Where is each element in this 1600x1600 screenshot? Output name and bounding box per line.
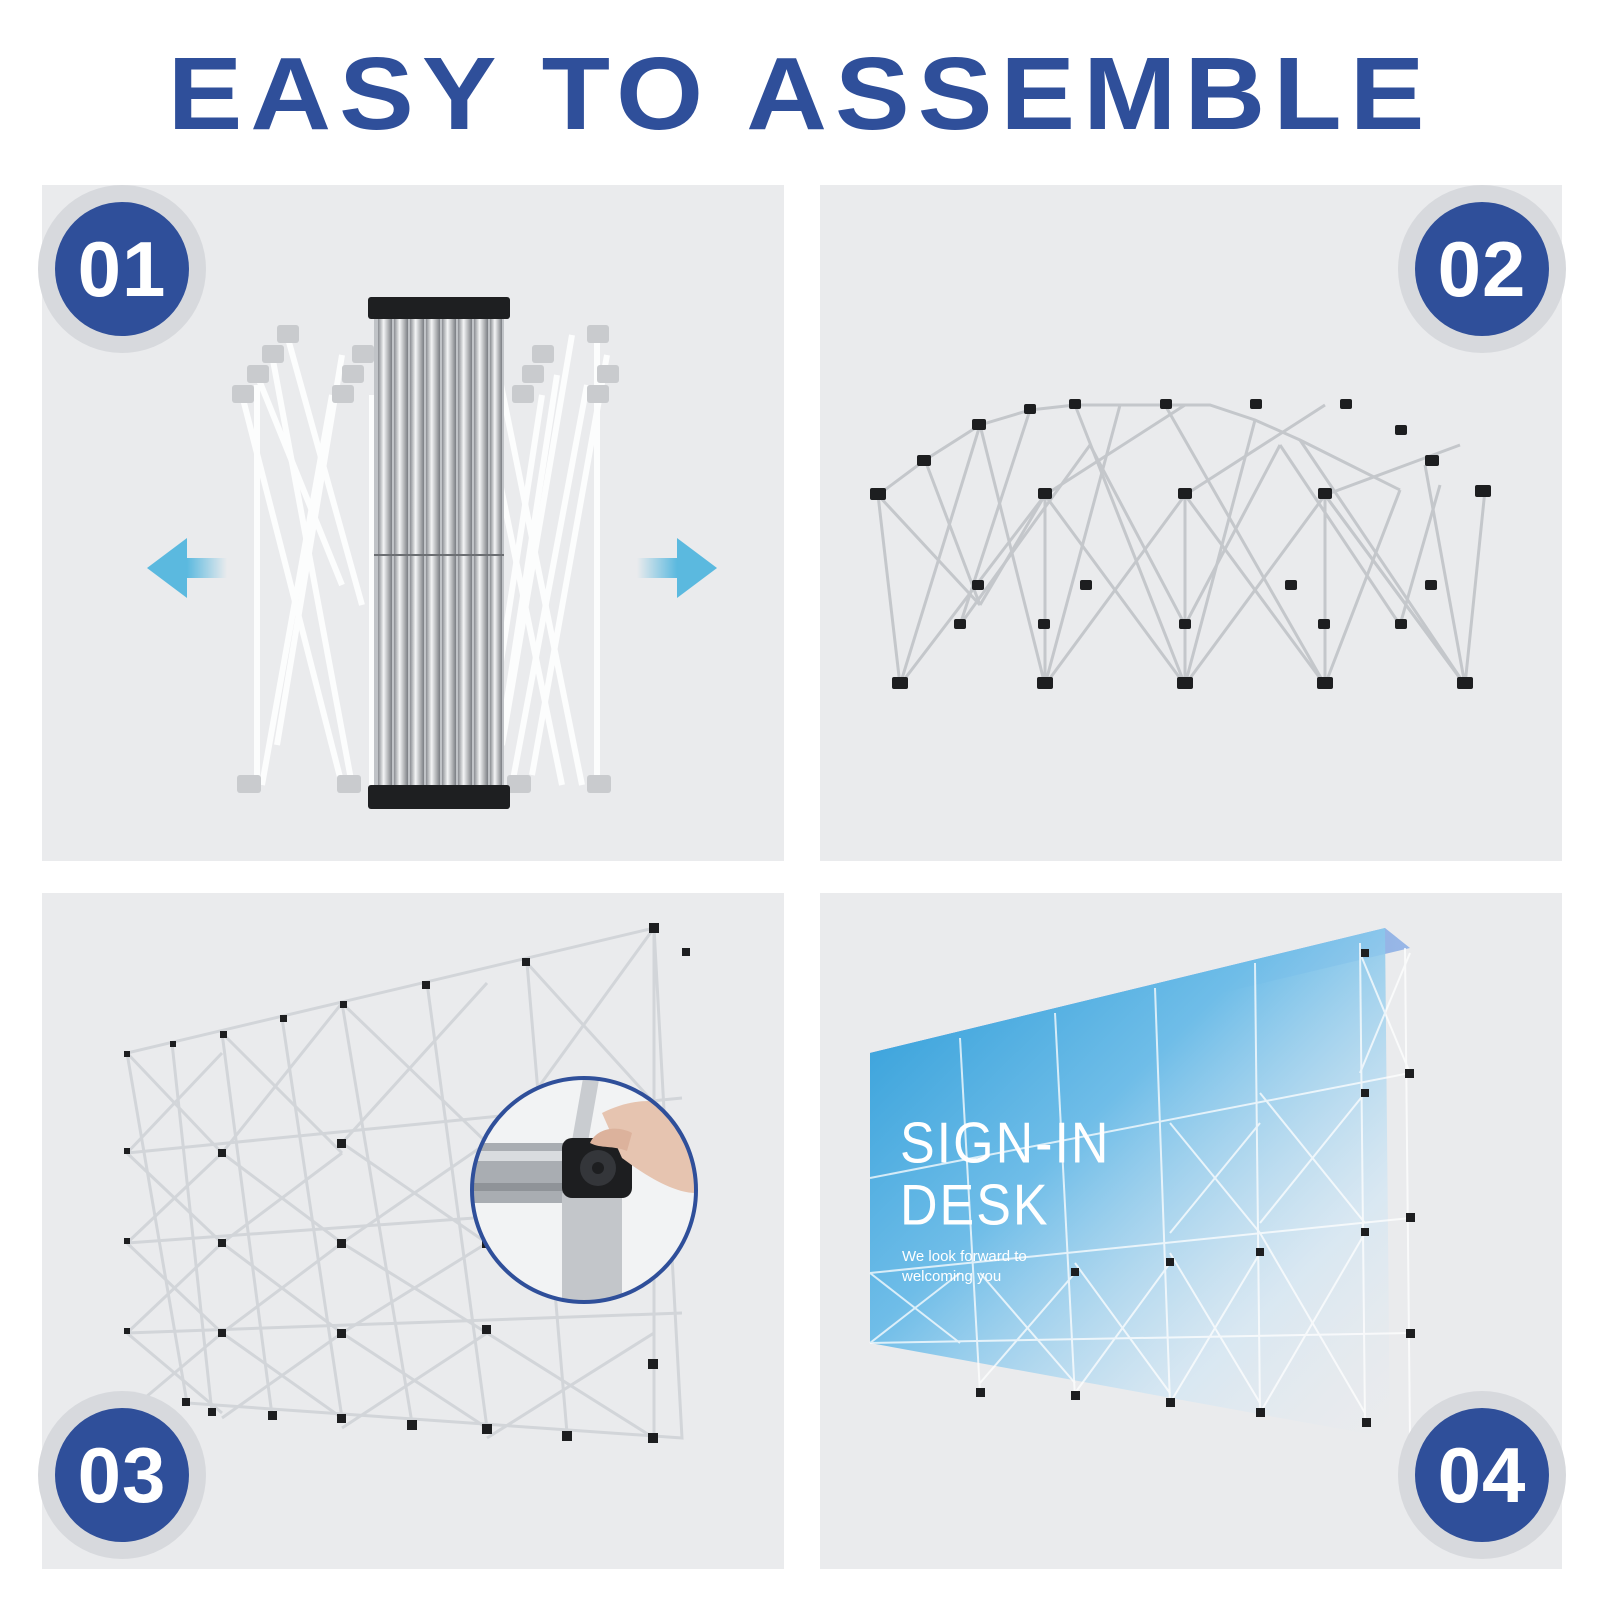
banner-title-line1: SIGN-IN <box>900 1112 1111 1176</box>
step-3-number: 03 <box>55 1408 189 1542</box>
step-2-badge: 02 <box>1398 185 1566 353</box>
arrow-right-icon <box>637 538 717 598</box>
page-title: EASY TO ASSEMBLE <box>167 36 1433 152</box>
step-2-number: 02 <box>1415 202 1549 336</box>
step-1-panel <box>42 185 784 861</box>
finished-banner-illustration <box>869 928 1415 1439</box>
arrow-left-icon <box>147 538 227 598</box>
expanded-frame-illustration <box>870 399 1491 689</box>
banner-subtitle: We look forward to welcoming you <box>902 1248 1027 1285</box>
connector-closeup <box>472 1078 696 1302</box>
step-3-badge: 03 <box>38 1391 206 1559</box>
folded-frame-illustration <box>147 297 717 809</box>
step-4-number: 04 <box>1415 1408 1549 1542</box>
step-1-badge: 01 <box>38 185 206 353</box>
step-4-badge: 04 <box>1398 1391 1566 1559</box>
wall-frame-illustration <box>124 923 698 1443</box>
banner-title-line2: DESK <box>900 1174 1050 1238</box>
step-1-number: 01 <box>55 202 189 336</box>
